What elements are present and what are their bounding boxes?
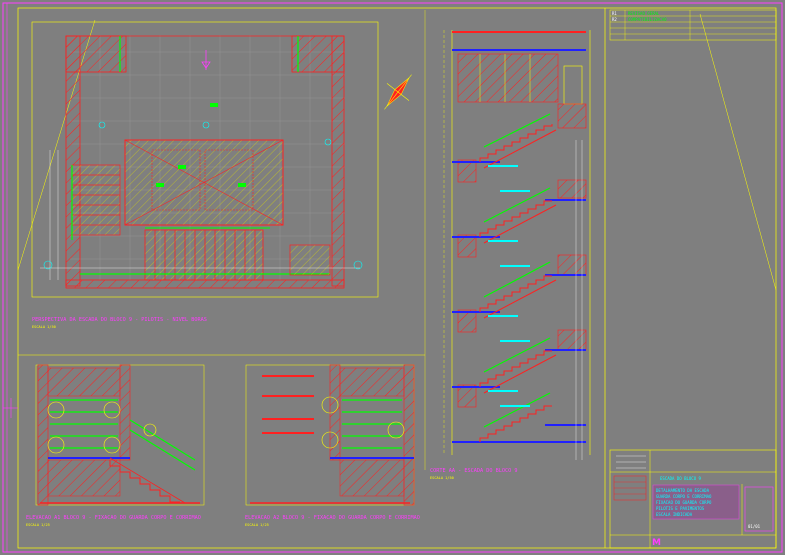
section-view-scale: ESCALA 1/50 <box>430 476 454 480</box>
title-block-line: DETALHAMENTO DA ESCADA <box>656 488 710 493</box>
title-block-logo: M <box>652 538 661 548</box>
elevation-a2-title: ELEVACAO A2 BLOCO 9 - FIXACAO DO GUARDA … <box>245 515 420 521</box>
title-block-line: ESCALA INDICADA <box>656 512 693 517</box>
section-view <box>443 30 591 460</box>
revision-desc: REVISAO GERAL <box>628 11 660 16</box>
title-block-header: ESCADA DO BLOCO 9 <box>660 476 702 481</box>
plan-view-title: PERSPECTIVA DA ESCADA DO BLOCO 9 - PILOT… <box>32 317 207 323</box>
revision-table <box>609 9 777 41</box>
revision-code: R2 <box>612 17 617 22</box>
revision-code: R1 <box>612 11 617 16</box>
revision-desc: COMPATIBILIZACAO <box>628 17 667 22</box>
title-block-line: FIXACAO DO GUARDA CORPO <box>656 500 712 505</box>
level-marker-icon <box>43 121 363 270</box>
elevation-a1-view <box>35 364 205 506</box>
title-block-line: PILOTIS E PAVIMENTOS <box>656 506 705 511</box>
elevation-a1-scale: ESCALA 1/25 <box>26 523 50 527</box>
plan-view-scale: ESCALA 1/50 <box>32 325 56 329</box>
section-view-title: CORTE AA - ESCADA DO BLOCO 9 <box>430 468 517 474</box>
title-block <box>609 449 777 549</box>
reference-line <box>699 13 777 291</box>
elevation-a2-view <box>245 364 415 506</box>
north-arrow-icon <box>384 74 412 110</box>
sheet-inner-border <box>17 7 777 549</box>
plan-view <box>31 21 379 298</box>
title-block-sheet: 01/01 <box>748 524 761 529</box>
title-block-line: GUARDA CORPO E CORRIMAO <box>656 494 712 499</box>
elevation-a2-scale: ESCALA 1/25 <box>245 523 269 527</box>
elevation-a1-title: ELEVACAO A1 BLOCO 9 - FIXACAO DO GUARDA … <box>26 515 201 521</box>
